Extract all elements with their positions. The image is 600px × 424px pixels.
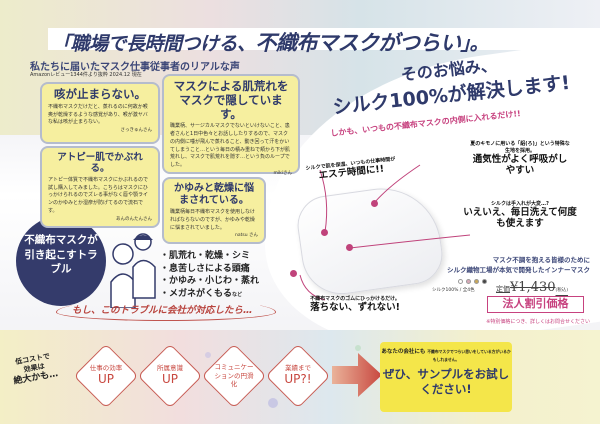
swatch-black <box>482 279 487 284</box>
title-bar <box>48 28 600 50</box>
benefit-diamond: コミュニケーションの円滑化 <box>201 343 267 409</box>
review-author: あんのんたんさん <box>116 216 152 222</box>
cta-main: ぜひ、サンプルをお試しください! <box>382 366 510 397</box>
callout-secure: 不織布マスクのゴムにひっかけるだけ。落ちない、ずれない! <box>310 296 400 313</box>
review-body: 不織布マスクだけだと、蒸れるのに何故か喉奥が乾燥するような感覚があり、喉が激ヤバ… <box>48 103 148 126</box>
product-line2: シルク織物工場が本気で開発したインナーマスク <box>447 266 590 275</box>
callout-lines <box>299 164 471 301</box>
color-swatches <box>458 279 487 284</box>
review-author: mikiさん <box>273 170 293 176</box>
review-author: natsu さん <box>234 233 258 239</box>
product-spec: シルク100% / 全4色 <box>432 288 475 293</box>
callout-washable: シルクは手入れが大変…?いえいえ、毎日洗えて何度も使えます <box>463 201 577 230</box>
staff-illustration-icon <box>110 233 156 308</box>
reviews-subtitle: 私たちに届いたマスク仕事従事者のリアルな声 <box>30 62 240 73</box>
callout-dot <box>371 200 378 207</box>
review-body: 職業柄、サージカルマスクでないといけないこと、患者さんと1日中色々とお話ししたり… <box>170 123 291 169</box>
review-heading: 咳が止まらない。 <box>54 87 146 101</box>
review-bubble: アトピー肌でかぶれる。 アトピー体質で不織布マスクにかぶれるので試し購入してみま… <box>40 146 160 228</box>
list-price: 定価¥1,430(税込) <box>496 280 569 295</box>
trouble-item: ・かゆみ・小じわ・蒸れ <box>160 276 260 287</box>
review-heading: マスクによる肌荒れをマスクで隠しています。 <box>173 79 289 121</box>
bokeh-dot <box>268 398 278 408</box>
review-body: 職業柄毎日不織布マスクを使用しなければならないのですが、かゆみや乾燥に悩まされて… <box>170 209 256 231</box>
swatch-pink <box>466 279 471 284</box>
trouble-list: ・肌荒れ・乾燥・シミ ・息苦しさによる頭痛 ・かゆみ・小じわ・蒸れ ・メガネがく… <box>160 250 259 300</box>
trouble-item: ・メガネがくもるなど <box>160 288 243 299</box>
arrow-right-icon <box>332 353 382 397</box>
product-line1: マスク不調を抱える皆様のために <box>492 256 590 264</box>
swatch-gold <box>474 279 479 284</box>
callout-breathable: 夏のキモノに用いる「絽(ろ)」という特殊な生地を採用。通気性がよく呼吸がしやすい <box>470 141 570 177</box>
corporate-note: ※特別価格につき、詳しくはお問合せください <box>486 319 590 325</box>
if-speech-outline <box>56 299 276 321</box>
bokeh-dot <box>205 352 211 358</box>
sample-cta-box[interactable]: あなたの会社にも 不織布マスクでつらい思いをしている方がいるかもしれません。 ぜ… <box>380 342 512 412</box>
review-heading: かゆみと乾燥に悩まされている。 <box>174 183 254 206</box>
trouble-item: ・息苦しさによる頭痛 <box>160 263 250 274</box>
if-text: もし、このトラブルに会社が対応したら… <box>72 305 253 316</box>
trouble-circle: 不織布マスクが引き起こすトラブル <box>16 216 106 306</box>
review-bubble: かゆみと乾燥に悩まされている。 職業柄毎日不織布マスクを使用しなければならないの… <box>162 177 266 245</box>
cta-lead: あなたの会社にも 不織布マスクでつらい思いをしている方がいるかもしれません。 <box>381 349 511 363</box>
review-body: アトピー体質で不織布マスクにかぶれるので試し購入してみました。こちらはマスクにひ… <box>48 176 149 214</box>
callout-dot <box>346 244 353 251</box>
review-author: さっきゅんさん <box>120 128 153 134</box>
page-title: 「職場で長時間つける、不織布マスクがつらい」。 <box>52 31 489 55</box>
swatch-white <box>458 279 463 284</box>
callout-dot <box>321 229 328 236</box>
bokeh-dot <box>355 345 361 351</box>
review-bubble: マスクによる肌荒れをマスクで隠しています。 職業柄、サージカルマスクでないといけ… <box>162 74 300 176</box>
product-description: マスク不調を抱える皆様のために シルク織物工場が本気で開発したインナーマスク <box>398 255 590 275</box>
review-heading: アトピー肌でかぶれる。 <box>57 152 143 175</box>
callout-dot <box>290 270 297 277</box>
corporate-discount-badge: 法人割引価格 <box>487 296 584 313</box>
trouble-item: ・肌荒れ・乾燥・シミ <box>160 251 251 261</box>
source-note: Amazonレビュー1344件より抜粋 2024.12 現在 <box>30 72 142 78</box>
review-bubble: 咳が止まらない。 不織布マスクだけだと、蒸れるのに何故か喉奥が乾燥するような感覚… <box>40 82 160 144</box>
